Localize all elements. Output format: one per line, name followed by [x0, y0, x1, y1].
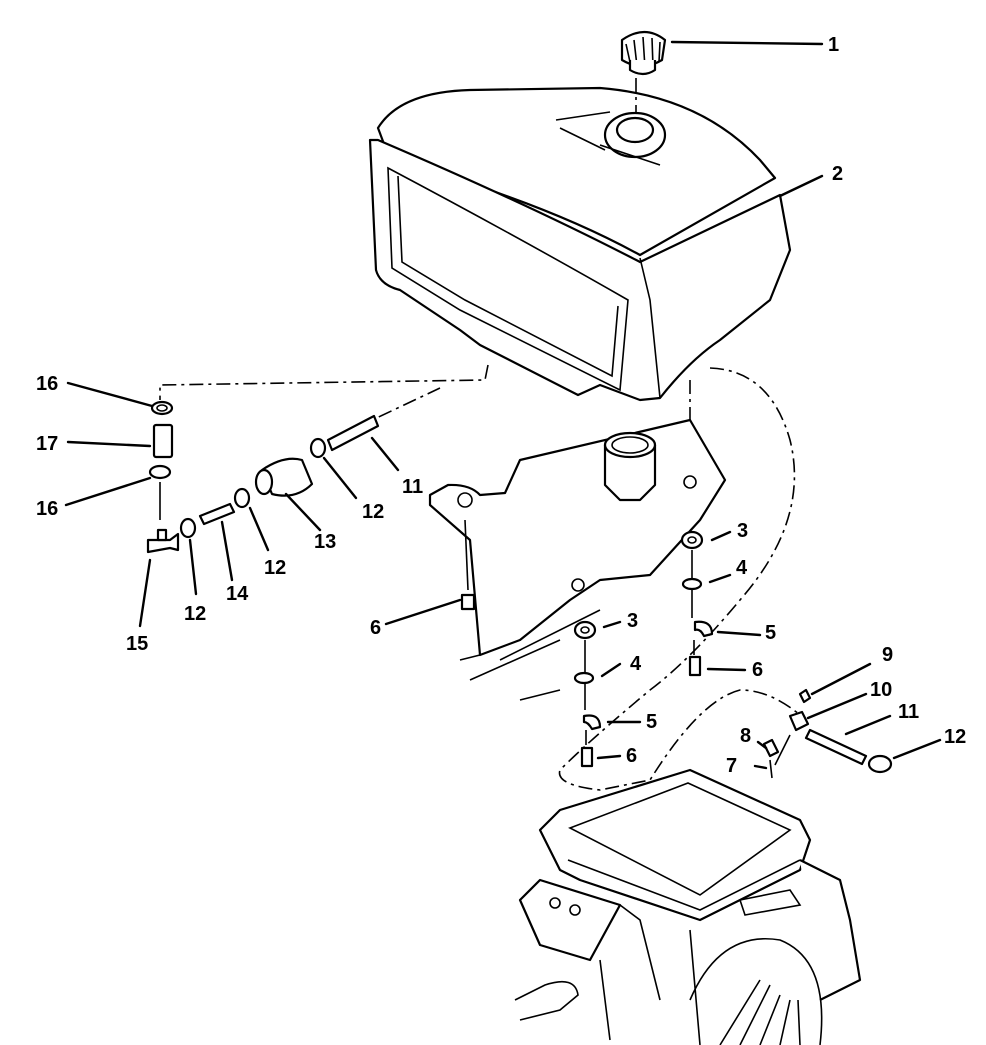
callout-12c: 12 — [184, 603, 206, 625]
callout-12d: 12 — [944, 726, 966, 748]
callout-4a: 4 — [736, 557, 748, 579]
callout-17: 17 — [36, 433, 58, 455]
callout-5a: 5 — [765, 622, 776, 644]
callout-13: 13 — [314, 531, 336, 553]
callout-1: 1 — [828, 34, 839, 56]
callout-7: 7 — [726, 755, 737, 777]
callout-3a: 3 — [737, 520, 748, 542]
callout-16a: 16 — [36, 373, 58, 395]
fuel-tank — [368, 86, 792, 402]
callout-3b: 3 — [627, 610, 638, 632]
fuel-line-loop — [558, 367, 801, 791]
fuel-cap — [620, 30, 667, 76]
callout-15: 15 — [126, 633, 148, 655]
callout-14: 14 — [226, 583, 249, 605]
callout-12b: 12 — [264, 557, 286, 579]
callout-10: 10 — [870, 679, 892, 701]
callout-8: 8 — [740, 725, 751, 747]
callout-6c: 6 — [626, 745, 637, 767]
leader-lines — [64, 40, 942, 770]
mount-hardware — [460, 530, 714, 768]
callout-5b: 5 — [646, 711, 657, 733]
tank-to-fitting-line — [159, 364, 489, 400]
callout-labels: 1 2 3 3 4 4 5 5 6 6 6 7 8 9 10 11 12 11 … — [36, 34, 966, 777]
callout-4b: 4 — [630, 653, 642, 675]
fuel-fittings-left — [146, 400, 380, 554]
callout-6b: 6 — [752, 659, 763, 681]
callout-12a: 12 — [362, 501, 384, 523]
callout-2: 2 — [832, 163, 843, 185]
mounting-plate — [428, 418, 727, 701]
callout-6a: 6 — [370, 617, 381, 639]
callout-11b: 11 — [898, 701, 919, 723]
callout-16b: 16 — [36, 498, 58, 520]
callout-11a: 11 — [402, 476, 423, 498]
engine — [514, 768, 862, 1045]
fuel-fittings-right — [762, 688, 893, 779]
callout-9: 9 — [882, 644, 893, 666]
